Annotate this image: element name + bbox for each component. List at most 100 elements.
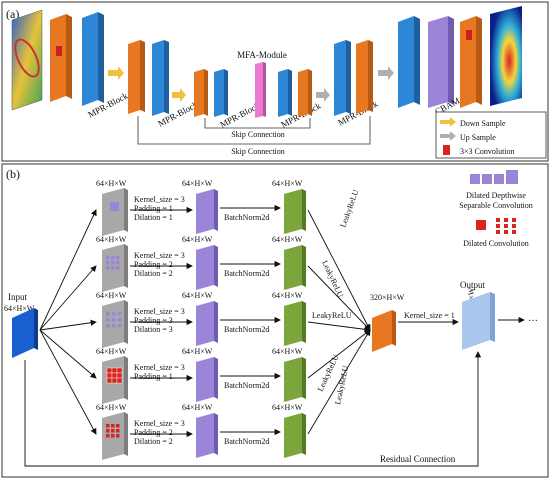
kernel-block-side bbox=[124, 188, 128, 232]
bn-dim-label: 64×H×W bbox=[272, 291, 303, 300]
conv1-label: Kernel_size = 1 bbox=[404, 311, 455, 320]
kernel-cell bbox=[112, 324, 116, 328]
batchnorm-tensor bbox=[284, 301, 302, 346]
panel-b-legend: Dilated Depthwise Separable Convolution … bbox=[459, 170, 533, 248]
output-conv-block bbox=[460, 16, 482, 108]
batchnorm-label: BatchNorm2d bbox=[224, 213, 269, 222]
legend-up-sample: Up Sample bbox=[460, 133, 496, 142]
output-label: Output bbox=[460, 280, 486, 290]
decoder-conv-block-2 bbox=[356, 40, 373, 114]
legend-dilated-depthwise-2: Separable Convolution bbox=[459, 201, 533, 210]
batchnorm-tensor-side bbox=[302, 413, 306, 455]
depthwise-tensor-side bbox=[214, 413, 218, 455]
param-label: Kernel_size = 3 bbox=[134, 363, 185, 372]
cbam-shape bbox=[428, 16, 454, 108]
kernel-cell bbox=[118, 324, 122, 328]
batchnorm-tensor bbox=[284, 189, 302, 234]
batchnorm-tensor-side bbox=[302, 357, 306, 399]
batchnorm-label: BatchNorm2d bbox=[224, 437, 269, 446]
input-to-branch-arrow bbox=[39, 319, 97, 331]
batchnorm-label: BatchNorm2d bbox=[224, 381, 269, 390]
bn-dim-label: 64×H×W bbox=[272, 179, 303, 188]
param-label: Kernel_size = 3 bbox=[134, 419, 185, 428]
kernel-cell bbox=[118, 312, 122, 316]
mid-dim-label: 64×H×W bbox=[182, 347, 213, 356]
depthwise-tensor bbox=[196, 357, 214, 402]
mpr-block-4-shape bbox=[278, 69, 292, 117]
param-label: Kernel_size = 3 bbox=[134, 195, 185, 204]
input-to-branch-arrow bbox=[39, 265, 97, 331]
panel-a-legend: Down Sample Up Sample 3×3 Convolution bbox=[435, 111, 547, 159]
input-to-branch-arrow bbox=[39, 209, 97, 331]
mid-dim-label: 64×H×W bbox=[182, 403, 213, 412]
concat-tensor bbox=[372, 310, 396, 352]
kernel-cell bbox=[106, 424, 110, 428]
kernel-cell bbox=[111, 377, 118, 384]
branch-dim-label: 64×H×W bbox=[96, 347, 127, 356]
kernel-cell bbox=[106, 312, 110, 316]
batchnorm-tensor bbox=[284, 245, 302, 290]
dilated-conv-icon bbox=[496, 218, 516, 234]
leakyrelu-label-3: LeakyReLU bbox=[312, 311, 352, 320]
param-label: Padding = 1 bbox=[134, 372, 173, 381]
depthwise-tensor-side bbox=[214, 189, 218, 231]
decoder-conv-block-1 bbox=[298, 69, 312, 117]
kernel-cell bbox=[111, 256, 115, 260]
branch-to-concat-arrow bbox=[307, 209, 371, 331]
param-label: Padding = 1 bbox=[134, 204, 173, 213]
param-label: Kernel_size = 3 bbox=[134, 307, 185, 316]
kernel-block bbox=[102, 188, 124, 236]
kernel-block-side bbox=[124, 412, 128, 456]
skip-connection-outer-label: Skip Connection bbox=[231, 147, 285, 156]
input-heatmap bbox=[11, 9, 43, 111]
depthwise-tensor bbox=[196, 413, 214, 458]
branch-dim-label: 64×H×W bbox=[96, 179, 127, 188]
kernel-block-side bbox=[124, 244, 128, 288]
encoder-conv-block-1 bbox=[50, 14, 72, 102]
kernel-cell bbox=[106, 434, 110, 438]
kernel-cell bbox=[116, 434, 120, 438]
depthwise-tensor-side bbox=[214, 245, 218, 287]
output-heatmap bbox=[490, 6, 522, 106]
ellipsis: ··· bbox=[528, 316, 538, 327]
panel-a-frame bbox=[1, 1, 549, 162]
down-sample-arrow-2 bbox=[172, 88, 186, 102]
encoder-conv-block-3 bbox=[194, 69, 208, 117]
legend-down-arrow-icon bbox=[440, 117, 456, 127]
kernel-cell bbox=[116, 372, 123, 379]
param-label: Padding = 3 bbox=[134, 316, 173, 325]
kernel-cell bbox=[111, 261, 115, 265]
mpr-block-3-shape bbox=[214, 69, 228, 117]
legend-dilated-conv: Dilated Convolution bbox=[463, 239, 529, 248]
branch-to-concat-arrow bbox=[307, 329, 371, 379]
legend-conv-icon bbox=[443, 145, 450, 155]
branch-dim-label: 64×H×W bbox=[96, 291, 127, 300]
kernel-cell bbox=[106, 429, 110, 433]
kernel-block-side bbox=[124, 356, 128, 400]
legend-conv-red-icon bbox=[476, 220, 486, 230]
mpr-block-5-shape bbox=[334, 40, 351, 116]
output-tensor bbox=[462, 292, 495, 350]
leakyrelu-label-1: LeakyReLU bbox=[338, 188, 360, 228]
residual-connection-line bbox=[24, 351, 482, 467]
depthwise-tensor-side bbox=[214, 301, 218, 343]
kernel-cell bbox=[111, 424, 115, 428]
kernel-cell bbox=[110, 202, 119, 211]
mpr-block-2-shape bbox=[152, 40, 169, 116]
param-label: Dilation = 2 bbox=[134, 437, 173, 446]
batchnorm-label: BatchNorm2d bbox=[224, 325, 269, 334]
branch-to-concat-arrow bbox=[307, 321, 371, 333]
kernel-cell bbox=[106, 367, 113, 374]
batchnorm-tensor bbox=[284, 413, 302, 458]
input-to-branch-arrow bbox=[39, 329, 97, 379]
mid-dim-label: 64×H×W bbox=[182, 235, 213, 244]
panel-a-label: (a) bbox=[6, 7, 19, 21]
param-label: Dilation = 2 bbox=[134, 269, 173, 278]
leakyrelu-label-5: LeakyReLU bbox=[333, 365, 350, 406]
input-to-branch-arrow bbox=[39, 329, 97, 435]
mfa-module-label: MFA-Module bbox=[237, 50, 287, 60]
kernel-cell bbox=[116, 367, 123, 374]
branch-to-concat-arrow bbox=[307, 329, 371, 435]
kernel-cell bbox=[106, 372, 113, 379]
